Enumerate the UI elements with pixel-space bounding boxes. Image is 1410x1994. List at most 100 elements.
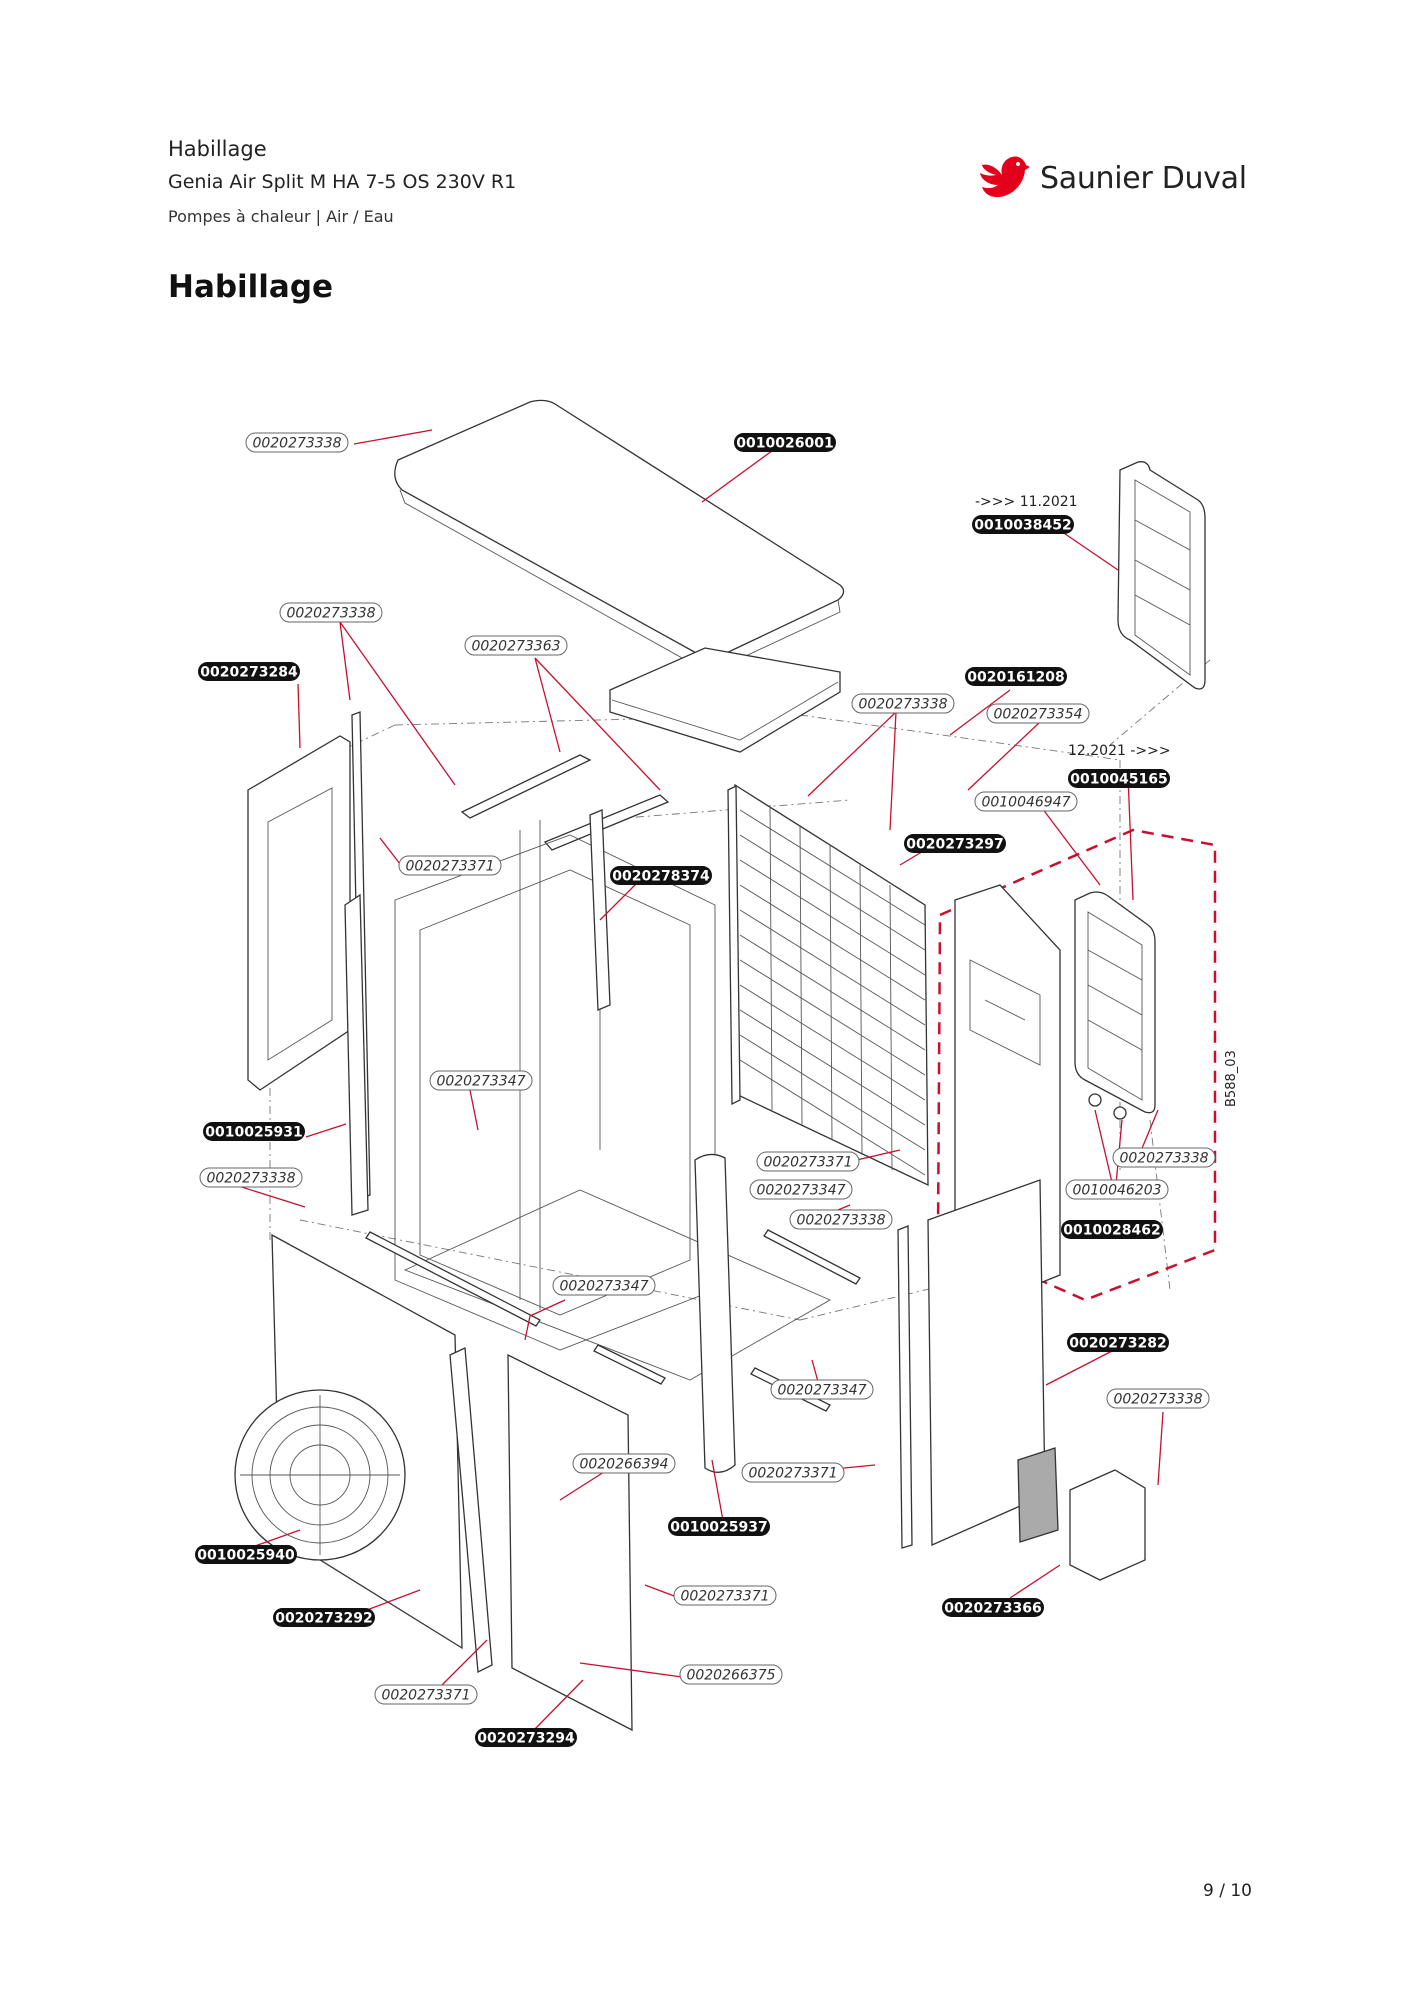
junction-box: [1017, 1447, 1146, 1581]
part-label-0020273347: 0020273347: [552, 1275, 656, 1296]
upper-right-service-cover: [1117, 461, 1206, 690]
svg-text:0020273294: 0020273294: [477, 1731, 575, 1747]
part-label-0010025940: 0010025940: [195, 1545, 297, 1564]
part-label-0020273371: 0020273371: [398, 855, 502, 876]
svg-text:0020273371: 0020273371: [763, 1155, 852, 1171]
part-label-0020266394: 0020266394: [572, 1453, 676, 1474]
svg-text:0010028462: 0010028462: [1063, 1223, 1160, 1239]
part-label-0020273338: 0020273338: [199, 1167, 303, 1188]
header-product-name: Genia Air Split M HA 7-5 OS 230V R1: [168, 171, 517, 193]
part-label-0020273371: 0020273371: [374, 1684, 478, 1705]
svg-text:0020273338: 0020273338: [252, 436, 341, 452]
part-label-0020273338: 0020273338: [279, 602, 383, 623]
part-label-0020278374: 0020278374: [610, 866, 712, 885]
brand-name: Saunier Duval: [1040, 160, 1247, 196]
part-label-0010025937: 0010025937: [668, 1517, 770, 1536]
fan-front-panel: [234, 1233, 463, 1650]
part-label-0020273371: 0020273371: [673, 1585, 777, 1606]
svg-text:0010025931: 0010025931: [205, 1125, 302, 1141]
svg-text:0020161208: 0020161208: [967, 670, 1064, 686]
part-label-0020273363: 0020273363: [464, 635, 568, 656]
svg-text:0020273297: 0020273297: [906, 837, 1003, 853]
svg-text:0010038452: 0010038452: [974, 518, 1071, 534]
part-label-0020273294: 0020273294: [475, 1728, 577, 1747]
part-label-0010046947: 0010046947: [974, 791, 1078, 812]
part-label-0020273282: 0020273282: [1067, 1333, 1169, 1352]
svg-text:0010045165: 0010045165: [1070, 772, 1167, 788]
svg-text:0020273371: 0020273371: [381, 1688, 470, 1704]
top-inner-tray: [609, 647, 841, 753]
right-lower-panel: [897, 1179, 1046, 1549]
brand-logo: Saunier Duval: [978, 155, 1247, 201]
part-label-0020273297: 0020273297: [904, 834, 1006, 853]
front-right-panel: [449, 1347, 633, 1732]
part-label-0020273338: 0020273338: [1112, 1147, 1216, 1168]
part-label-0010025931: 0010025931: [203, 1122, 305, 1141]
left-side-panel: [247, 735, 351, 1091]
vertical-post: [589, 809, 611, 1011]
svg-text:0020273338: 0020273338: [1119, 1151, 1208, 1167]
header-section-name: Habillage: [168, 137, 267, 161]
part-label-0010038452: 0010038452: [972, 515, 1074, 534]
svg-text:0020273338: 0020273338: [858, 697, 947, 713]
part-label-0020273284: 0020273284: [198, 662, 300, 681]
svg-text:0020273347: 0020273347: [436, 1074, 525, 1090]
drawing-code: B588_03: [1224, 1050, 1239, 1107]
svg-text:0010026001: 0010026001: [736, 436, 833, 452]
svg-text:0020273284: 0020273284: [200, 665, 298, 681]
svg-text:0020273338: 0020273338: [796, 1213, 885, 1229]
part-label-0020273354: 0020273354: [986, 703, 1090, 724]
page-title: Habillage: [168, 269, 334, 305]
annotation-before: ->>> 11.2021: [975, 494, 1078, 510]
part-label-0010045165: 0010045165: [1068, 769, 1170, 788]
svg-text:0020273338: 0020273338: [286, 606, 375, 622]
part-label-0020273338: 0020273338: [789, 1209, 893, 1230]
svg-text:0020273354: 0020273354: [993, 707, 1082, 723]
svg-text:0020273366: 0020273366: [944, 1601, 1041, 1617]
top-cross-bars: [460, 754, 670, 851]
header-category: Pompes à chaleur | Air / Eau: [168, 207, 394, 226]
part-label-layer: 0020273338 0010026001 0010038452 0020273338…: [195, 432, 1216, 1747]
part-label-0020273366: 0020273366: [942, 1598, 1044, 1617]
svg-text:0020278374: 0020278374: [612, 869, 710, 885]
part-label-0010028462: 0010028462: [1061, 1220, 1163, 1239]
annotation-after: 12.2021 ->>>: [1068, 743, 1171, 759]
part-label-0020273371: 0020273371: [741, 1462, 845, 1483]
part-label-0020273338: 0020273338: [1106, 1388, 1210, 1409]
svg-text:0010025940: 0010025940: [197, 1548, 295, 1564]
svg-text:0010046947: 0010046947: [981, 795, 1070, 811]
variant-outline: [936, 828, 1217, 1302]
part-label-0020273371: 0020273371: [756, 1151, 860, 1172]
part-label-0020273338: 0020273338: [245, 432, 349, 453]
svg-text:0010025937: 0010025937: [670, 1520, 767, 1536]
left-rails: [344, 711, 371, 1216]
svg-text:0020273347: 0020273347: [777, 1383, 866, 1399]
svg-text:0020273347: 0020273347: [559, 1279, 648, 1295]
part-label-0010026001: 0010026001: [734, 433, 836, 452]
svg-text:0020266375: 0020266375: [686, 1668, 775, 1684]
svg-text:0020273338: 0020273338: [206, 1171, 295, 1187]
lower-right-service-cover: [1074, 891, 1156, 1120]
svg-text:0020273347: 0020273347: [756, 1183, 845, 1199]
svg-text:0020266394: 0020266394: [579, 1457, 668, 1473]
svg-text:0020273371: 0020273371: [748, 1466, 837, 1482]
part-label-0020273347: 0020273347: [770, 1379, 874, 1400]
part-label-0020273347: 0020273347: [749, 1179, 853, 1200]
part-label-0020273338: 0020273338: [851, 693, 955, 714]
part-label-0020161208: 0020161208: [965, 667, 1067, 686]
svg-text:0020273292: 0020273292: [275, 1611, 372, 1627]
svg-text:0020273338: 0020273338: [1113, 1392, 1202, 1408]
part-label-0020273292: 0020273292: [273, 1608, 375, 1627]
date-annotations: ->>> 11.2021 12.2021 ->>> B588_03: [975, 494, 1239, 1107]
page-number: 9 / 10: [1203, 1881, 1252, 1901]
svg-text:0020273363: 0020273363: [471, 639, 560, 655]
svg-text:0010046203: 0010046203: [1072, 1183, 1161, 1199]
svg-text:0020273371: 0020273371: [405, 859, 494, 875]
svg-text:0020273282: 0020273282: [1069, 1336, 1166, 1352]
svg-text:0020273371: 0020273371: [680, 1589, 769, 1605]
bird-logo-icon: [980, 156, 1030, 198]
part-label-0020266375: 0020266375: [679, 1664, 783, 1685]
part-label-0020273347: 0020273347: [429, 1070, 533, 1091]
right-front-column: [694, 1153, 736, 1473]
